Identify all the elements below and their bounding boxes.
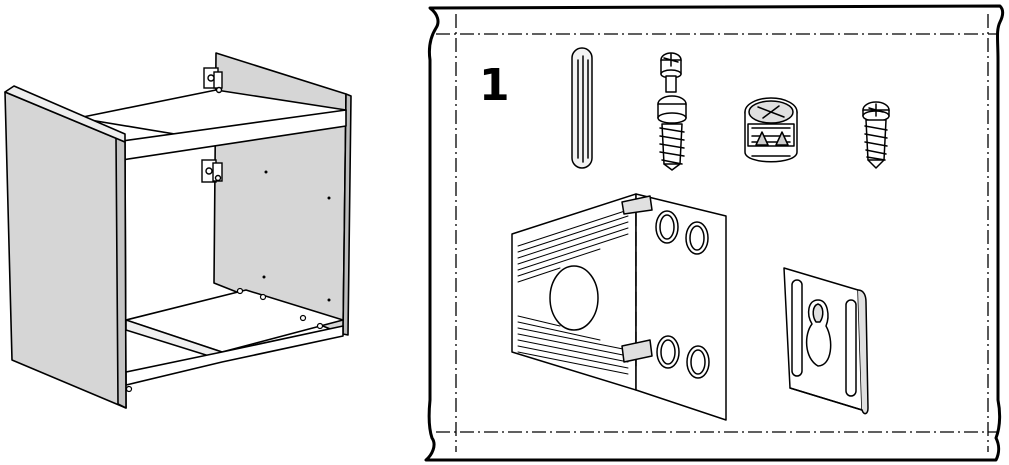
right-panel-edge: [342, 93, 352, 336]
left-side-panel: [4, 91, 127, 409]
wall-hanger-plate: [783, 267, 869, 415]
bracket-top: [203, 67, 223, 94]
short-screw: [862, 101, 890, 169]
cam-lock-bolt: [657, 52, 687, 171]
cabinet-brackets: [201, 67, 223, 183]
step-number: 1: [479, 60, 510, 111]
cabinet-frame: [4, 52, 352, 409]
cabinet-feet-holes: [125, 287, 324, 393]
corner-bracket: [511, 193, 727, 421]
cam-lock-nut: [744, 97, 798, 163]
wooden-dowel: [571, 47, 593, 169]
left-panel-top: [4, 85, 126, 143]
left-panel-edge: [115, 137, 127, 409]
bag-seams: [436, 14, 998, 452]
cabinet-screw-holes: [262, 170, 331, 302]
bracket-middle: [201, 159, 223, 183]
